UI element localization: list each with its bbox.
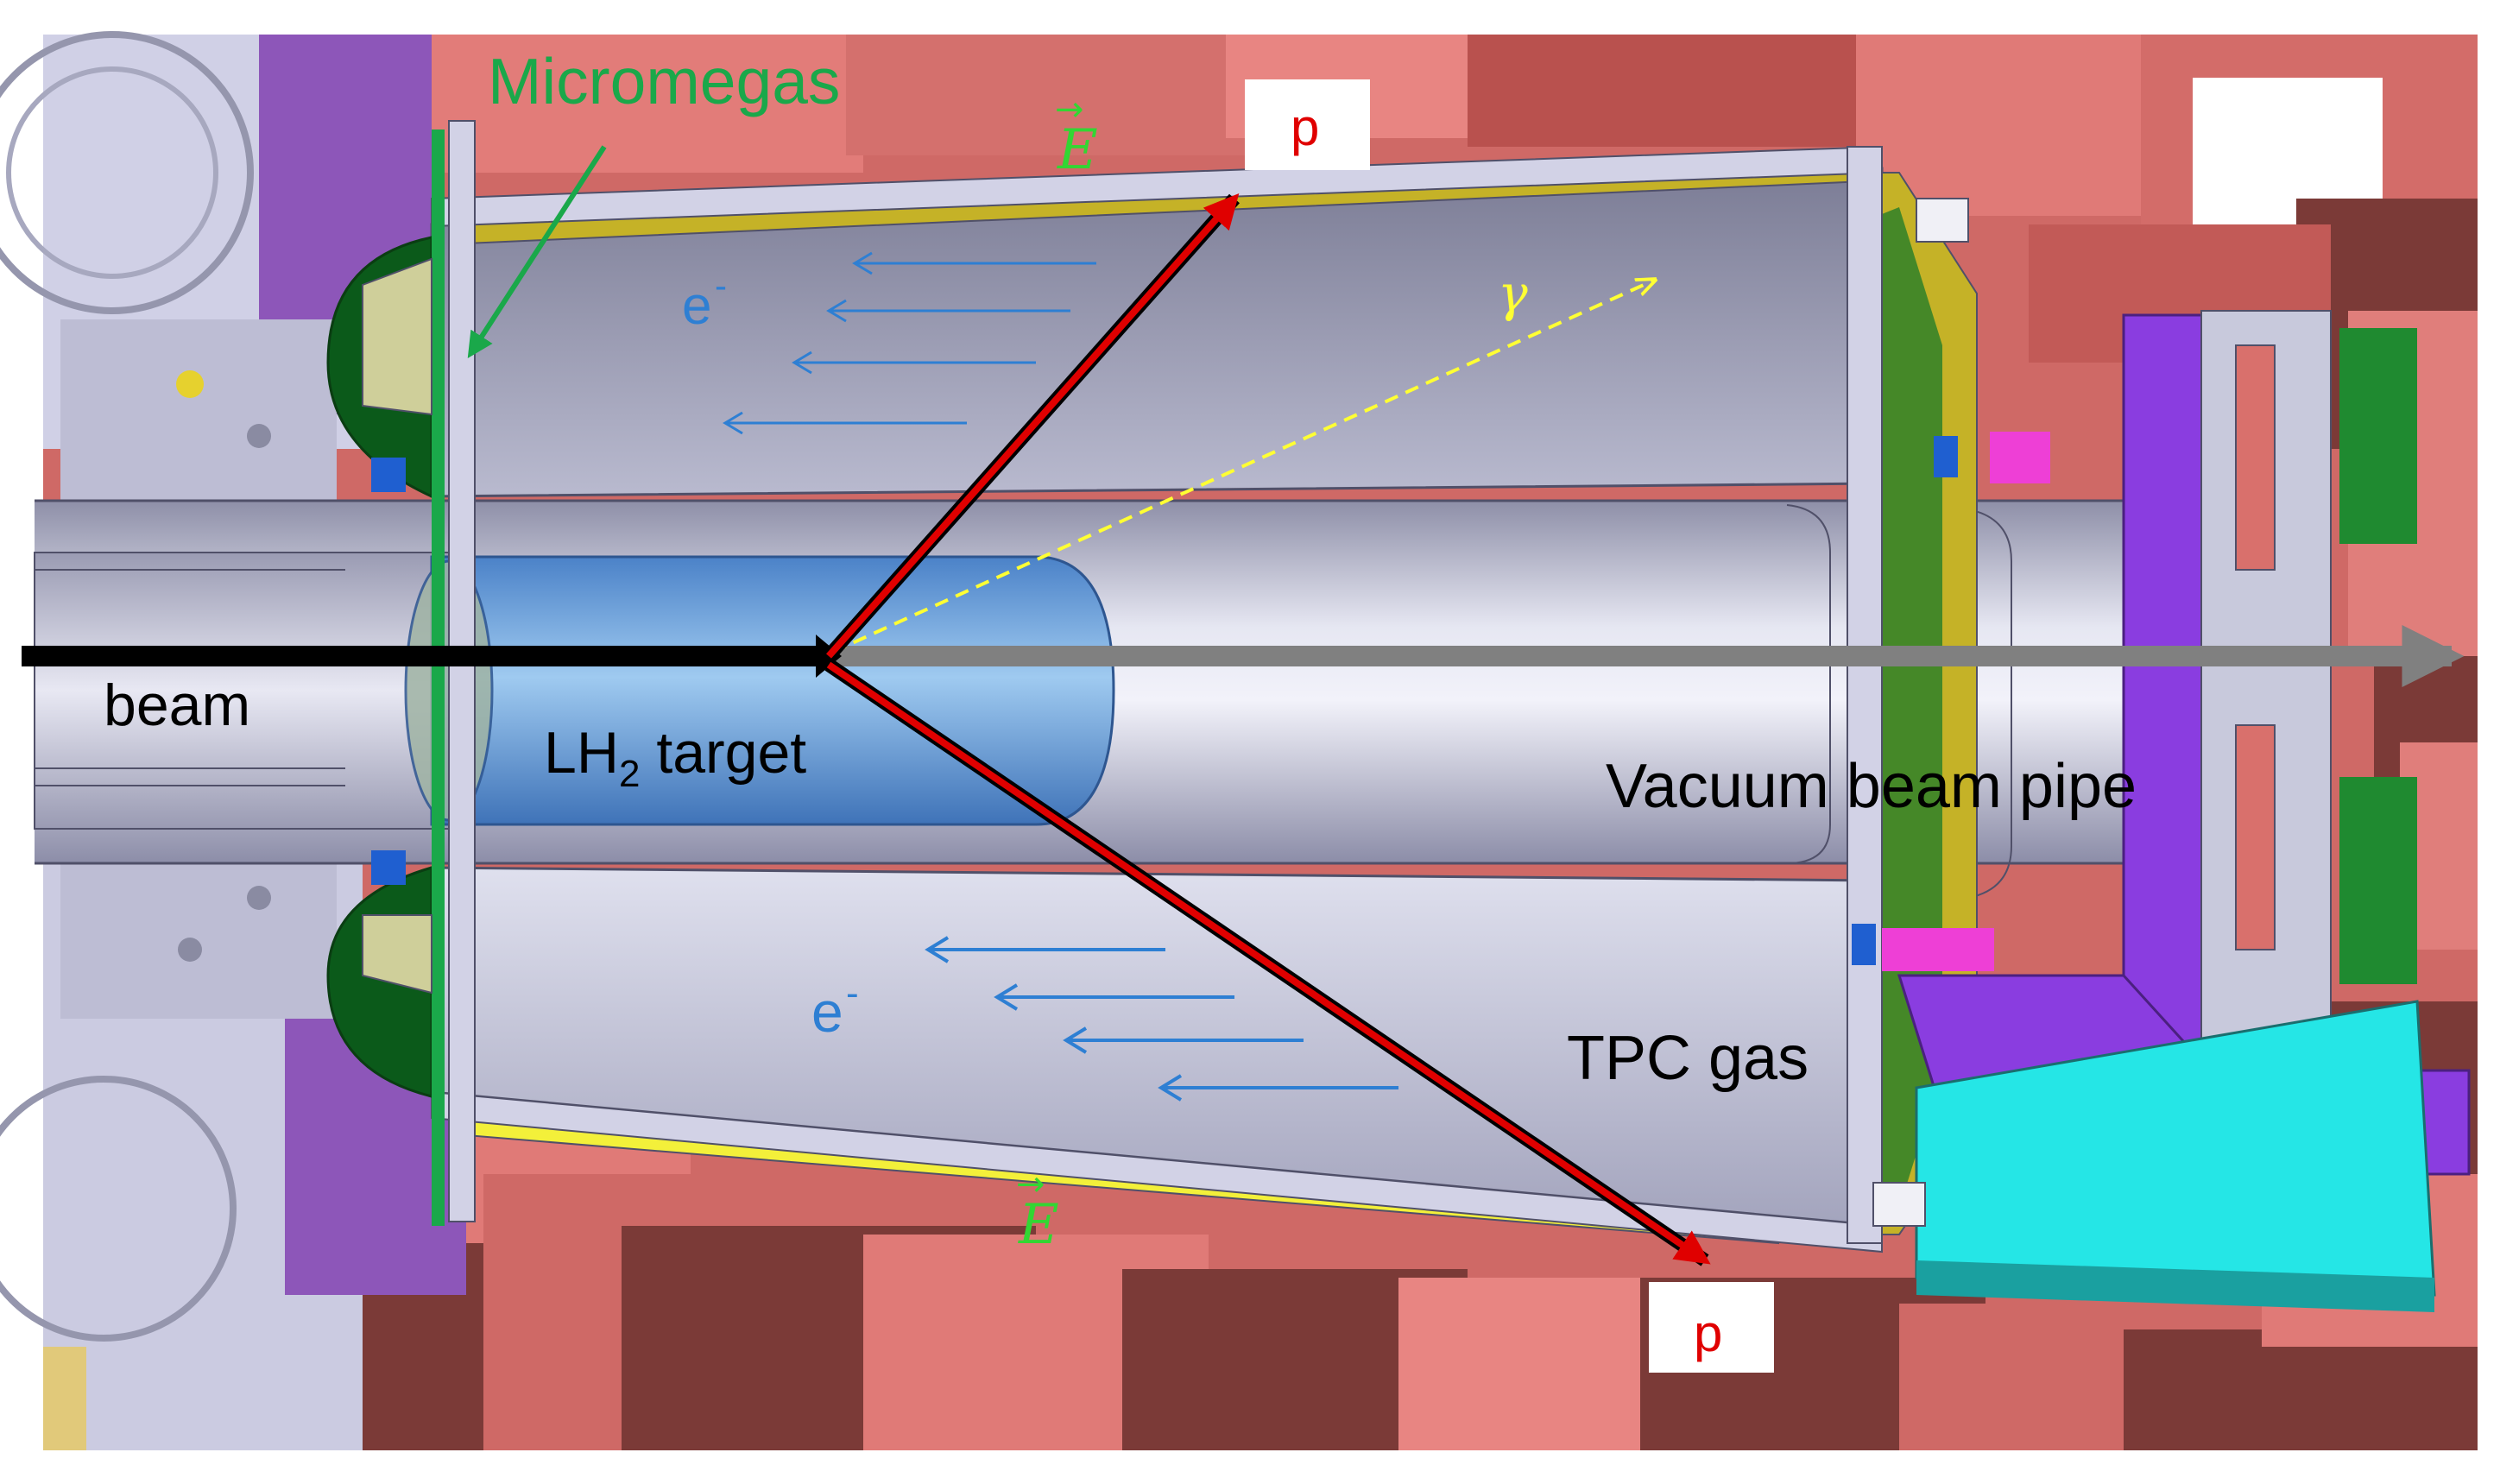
- tpc-gas-label: TPC gas: [1567, 1024, 1809, 1093]
- electron-charge-upper: -: [715, 265, 727, 306]
- proton-box-upper: [1245, 79, 1370, 170]
- micromegas-label: Micromegas: [488, 45, 840, 117]
- proton-box-lower: [1649, 1282, 1774, 1373]
- proton-label-lower: p: [1694, 1304, 1722, 1362]
- target-label-prefix: LH: [544, 720, 619, 786]
- micromegas-pointer: [467, 145, 607, 359]
- target-label-suffix: target: [640, 720, 806, 786]
- electron-charge-lower: -: [846, 972, 859, 1014]
- proton-label-upper: p: [1291, 98, 1319, 156]
- tracks: [22, 145, 2465, 1266]
- target-label-sub: 2: [619, 753, 640, 795]
- e-field-arrow-top: →: [1055, 90, 1084, 129]
- e-field-label-bottom: E: [1018, 1193, 1059, 1257]
- labels: Micromegas E → E → e - e - γ p p beam LH…: [104, 45, 2137, 1373]
- micromegas-plates: [326, 120, 476, 1226]
- electron-label-upper: e: [682, 276, 711, 336]
- gamma-track: [832, 281, 1653, 654]
- proton-track-lower-fill: [826, 661, 1711, 1265]
- drift-arrows-lower: [925, 936, 1398, 1102]
- target-label: LH2 target: [544, 720, 806, 795]
- e-field-label-top: E: [1057, 118, 1098, 182]
- proton-track-upper-fill: [826, 193, 1240, 659]
- vacuum-pipe-label: Vacuum beam pipe: [1606, 752, 2137, 821]
- beam-label: beam: [104, 673, 250, 738]
- e-field-arrow-bottom: →: [1016, 1165, 1045, 1204]
- gamma-label: γ: [1498, 264, 1528, 323]
- right-flange: [1847, 146, 2471, 1312]
- electron-label-lower: e: [811, 980, 843, 1044]
- drift-arrows-upper: [723, 251, 1096, 435]
